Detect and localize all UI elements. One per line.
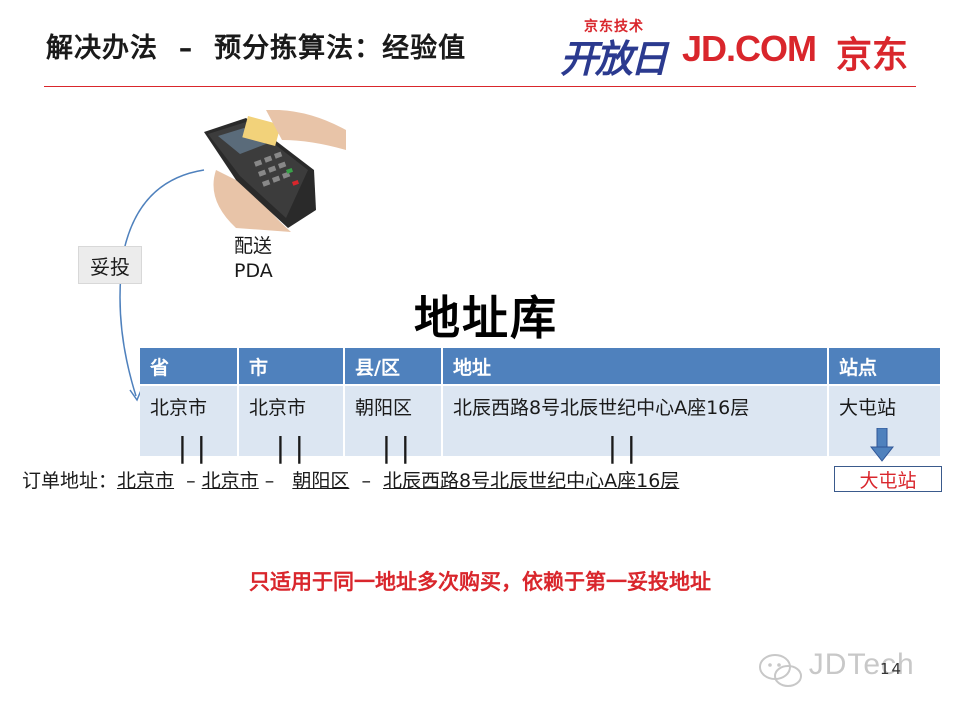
- column-header-address: 地址: [442, 348, 828, 385]
- match-marker-province: ||: [174, 431, 212, 464]
- pda-label: 配送 PDA: [234, 234, 273, 284]
- title-divider: [44, 86, 916, 87]
- column-header-city: 市: [238, 348, 344, 385]
- order-sep-3: –: [349, 470, 383, 492]
- order-sep-2: –: [259, 470, 293, 492]
- match-marker-address: ||: [604, 431, 642, 464]
- order-sep-1: –: [174, 470, 202, 492]
- order-address-label: 订单地址：: [22, 470, 117, 492]
- order-address-line: 订单地址：北京市 – 北京市 – 朝阳区 – 北辰西路8号北辰世纪中心A座16层: [22, 466, 679, 493]
- conclusion-text: 只适用于同一地址多次购买，依赖于第一妥投地址: [0, 566, 960, 596]
- page-number: 14: [880, 660, 903, 678]
- order-station-result: 大屯站: [834, 466, 942, 492]
- order-district: 朝阳区: [292, 470, 349, 492]
- pda-label-line1: 配送: [234, 234, 273, 259]
- address-table: 省 市 县/区 地址 站点 北京市 北京市 朝阳区 北辰西路8号北辰世纪中心A座…: [140, 348, 940, 456]
- match-marker-district: ||: [378, 431, 416, 464]
- match-marker-city: ||: [272, 431, 310, 464]
- column-header-district: 县/区: [344, 348, 442, 385]
- address-db-title: 地址库: [414, 282, 558, 348]
- order-address: 北辰西路8号北辰世纪中心A座16层: [383, 470, 679, 492]
- slide-title: 解决办法 – 预分拣算法：经验值: [46, 26, 466, 65]
- logo-kaifang-main-text: 开放日: [560, 28, 665, 83]
- order-province: 北京市: [117, 470, 174, 492]
- order-city: 北京市: [202, 470, 259, 492]
- table-header-row: 省 市 县/区 地址 站点: [140, 348, 940, 385]
- column-header-station: 站点: [828, 348, 940, 385]
- jd-com-logo: JD.COM: [682, 28, 816, 70]
- tuotou-label: 妥投: [78, 246, 142, 284]
- jd-tech-open-day-logo: 京东技术 开放日: [560, 16, 672, 74]
- pda-label-line2: PDA: [234, 259, 273, 284]
- jd-cn-logo: 京东: [836, 26, 908, 78]
- table-row: 北京市 北京市 朝阳区 北辰西路8号北辰世纪中心A座16层 大屯站: [140, 385, 940, 456]
- down-arrow-icon: [870, 428, 894, 462]
- column-header-province: 省: [140, 348, 238, 385]
